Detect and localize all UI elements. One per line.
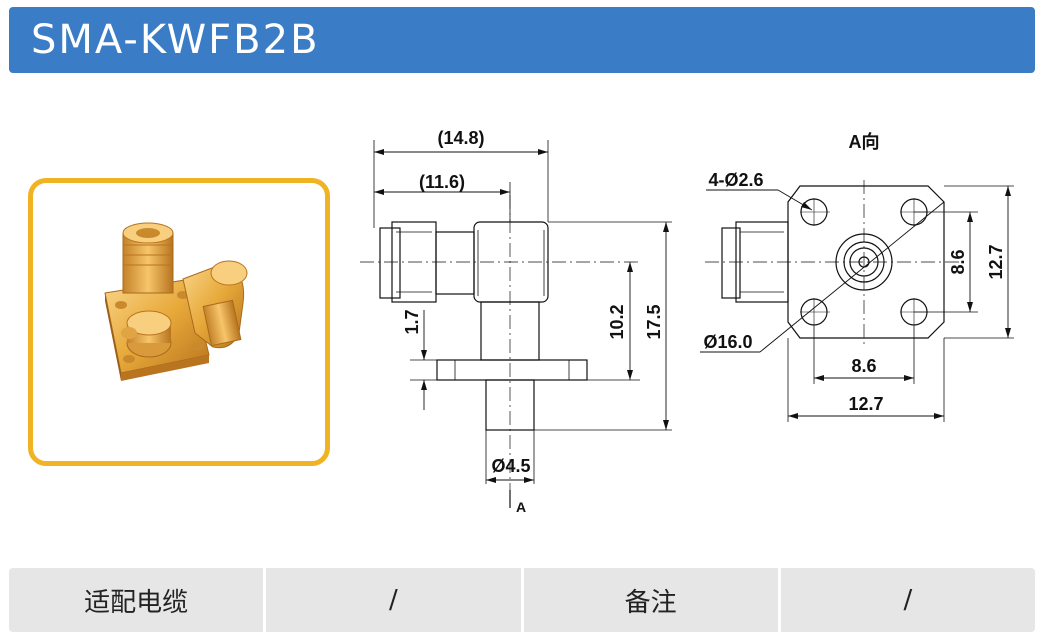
remarks-value: / (780, 568, 1035, 632)
side-view-arrows (374, 149, 669, 483)
right-angle-elbow (182, 260, 248, 349)
dim-width-h: 12.7 (848, 394, 883, 414)
center-pin (121, 310, 172, 358)
dim-width-v: 12.7 (986, 244, 1006, 279)
dim-overall-length: (14.8) (437, 128, 484, 148)
product-title: SMA-KWFB2B (31, 17, 320, 63)
dim-hole-spacing-v: 8.6 (948, 249, 968, 274)
view-marker: A (516, 499, 526, 515)
spec-table: 适配电缆 / 备注 / (9, 568, 1035, 632)
dim-hole-spacing-h: 8.6 (851, 356, 876, 376)
dim-flange-thickness: 1.7 (402, 309, 422, 334)
dim-height-to-center: 10.2 (607, 304, 627, 339)
product-photo (104, 222, 248, 381)
view-a-label: A向 (849, 131, 880, 152)
title-bar: SMA-KWFB2B (9, 7, 1035, 73)
view-a (700, 180, 1014, 422)
cable-label: 适配电缆 (9, 568, 264, 632)
dim-pin-diameter: Ø4.5 (491, 456, 530, 476)
dim-total-height: 17.5 (644, 304, 664, 339)
remarks-label: 备注 (523, 568, 778, 632)
view-a-arrows (788, 186, 1011, 419)
dim-holes: 4-Ø2.6 (708, 170, 763, 190)
connector-body (122, 222, 174, 294)
dim-diameter: Ø16.0 (703, 332, 752, 352)
side-view (360, 140, 672, 508)
cable-value: / (266, 568, 521, 632)
dim-body-length: (11.6) (419, 172, 465, 192)
technical-drawing: (14.8) (11.6) 1.7 10.2 17.5 Ø4.5 A (360, 128, 1014, 515)
product-photo-frame (28, 178, 330, 466)
